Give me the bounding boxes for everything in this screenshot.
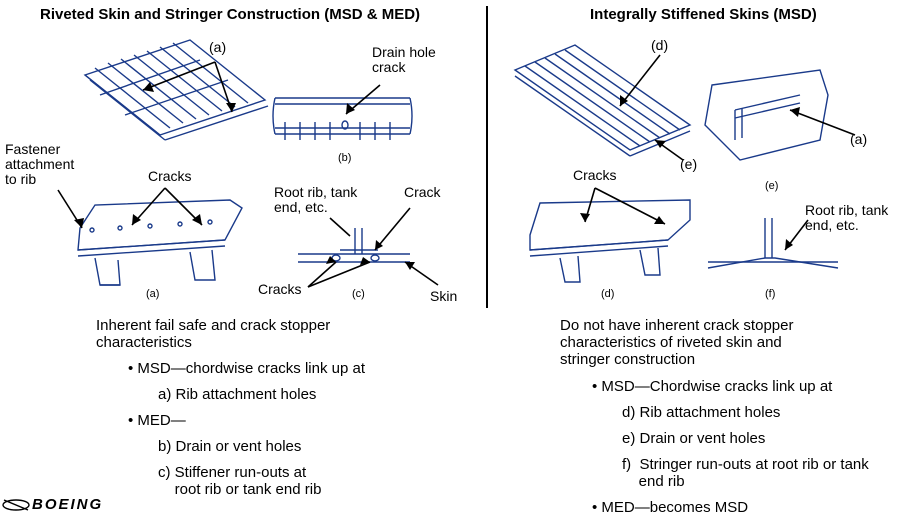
integral-root-rib-illustration	[707, 218, 839, 269]
stiffener-detail-illustration	[704, 69, 829, 161]
label-root-rib-left: Root rib, tank end, etc.	[274, 184, 358, 215]
caption-b: (b)	[338, 152, 352, 164]
center-divider	[486, 6, 488, 308]
integral-rib-illustration	[529, 199, 691, 283]
right-item-f: f) Stringer run-outs at root rib or tank…	[622, 456, 869, 490]
label-skin: Skin	[430, 288, 458, 304]
drain-hole-illustration	[272, 97, 413, 140]
caption-d: (d)	[601, 288, 615, 300]
right-description: Do not have inherent crack stopper chara…	[560, 317, 794, 368]
rib-attachment-illustration	[77, 199, 243, 286]
left-title: Riveted Skin and Stringer Construction (…	[40, 6, 421, 23]
label-cracks-a: Cracks	[148, 168, 192, 184]
right-title: Integrally Stiffened Skins (MSD)	[590, 6, 817, 23]
left-item-b: b) Drain or vent holes	[158, 438, 302, 455]
right-bullet-med: • MED—becomes MSD	[592, 499, 749, 516]
boeing-logo-mark	[2, 499, 30, 511]
label-e-top: (e)	[680, 156, 698, 172]
boeing-logo: BOEING	[32, 496, 104, 513]
caption-e: (e)	[765, 180, 779, 192]
label-cracks-c: Cracks	[258, 281, 302, 297]
root-rib-illustration	[298, 228, 410, 263]
riveted-panel-illustration	[83, 39, 269, 141]
label-cracks-d: Cracks	[573, 167, 617, 183]
label-d-top: (d)	[651, 37, 669, 53]
left-bullet-msd: • MSD—chordwise cracks link up at	[128, 360, 365, 377]
right-item-e: e) Drain or vent holes	[622, 430, 766, 447]
caption-a: (a)	[146, 288, 160, 300]
left-description: Inherent fail safe and crack stopper cha…	[96, 317, 331, 351]
label-fastener: Fastener attachment to rib	[5, 141, 75, 187]
label-root-rib-right: Root rib, tank end, etc.	[805, 202, 889, 233]
left-item-c: c) Stiffener run-outs at root rib or tan…	[158, 464, 322, 498]
label-a-right: (a)	[850, 131, 868, 147]
caption-f: (f)	[765, 288, 776, 300]
label-crack: Crack	[404, 184, 441, 200]
left-bullet-med: • MED—	[128, 412, 186, 429]
right-item-d: d) Rib attachment holes	[622, 404, 781, 421]
integral-panel-illustration	[513, 44, 692, 157]
left-item-a: a) Rib attachment holes	[158, 386, 317, 403]
label-drain-hole-crack: Drain hole crack	[372, 44, 436, 75]
right-bullet-msd: • MSD—Chordwise cracks link up at	[592, 378, 833, 395]
caption-c: (c)	[352, 288, 365, 300]
label-a-top: (a)	[209, 39, 227, 55]
